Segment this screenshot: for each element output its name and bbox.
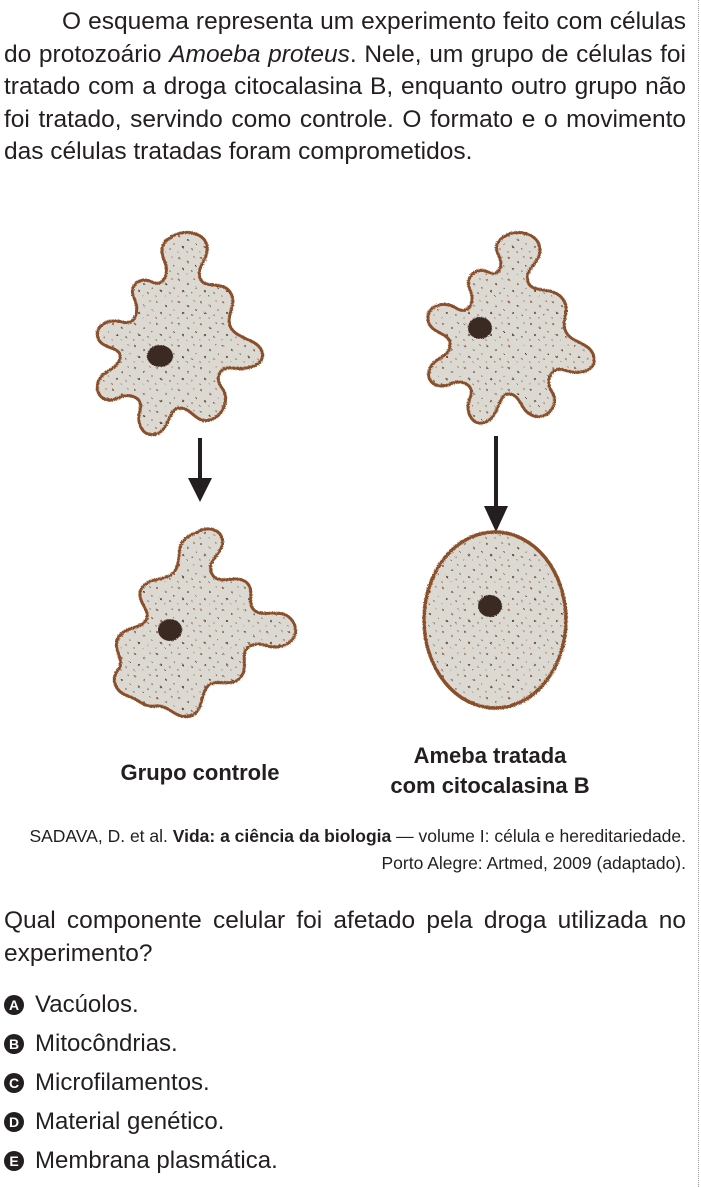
species-name: Amoeba proteus [169, 40, 350, 68]
column-divider [698, 0, 699, 1187]
caption-treated-group: Ameba tratada com citocalasina B [345, 741, 635, 801]
source-details: — volume I: célula e hereditariedade. Po… [381, 826, 687, 873]
source-authors: SADAVA, D. et al. [29, 826, 173, 846]
question-intro: O esquema representa um experimento feit… [4, 6, 686, 169]
option-a-letter: A [4, 994, 24, 1015]
source-title: Vida: a ciência da biologia [172, 826, 392, 846]
caption-treated-line1: Ameba tratada [413, 743, 567, 768]
option-c-letter: C [4, 1072, 24, 1093]
caption-control-group: Grupo controle [120, 760, 280, 785]
intro-text-part1: O esquema representa um experimento feit… [4, 8, 686, 68]
option-b-letter: B [4, 1033, 24, 1054]
option-b[interactable]: B Mitocôndrias. [4, 1024, 278, 1063]
arrow-treated [484, 436, 508, 532]
source-citation: SADAVA, D. et al. Vida: a ciência da bio… [14, 823, 686, 877]
question-text: Qual componente celular foi afetado pela… [4, 907, 686, 967]
amoeba-treated-before [426, 231, 596, 425]
option-d-text: Material genético. [35, 1107, 225, 1135]
option-e-letter: E [4, 1150, 24, 1171]
option-d[interactable]: D Material genético. [4, 1102, 278, 1141]
option-c-text: Microfilamentos. [35, 1068, 210, 1096]
option-c[interactable]: C Microfilamentos. [4, 1063, 278, 1102]
intro-text-part2: . Nele, um grupo de células foi tratado … [4, 40, 687, 166]
option-a-text: Vacúolos. [35, 990, 139, 1018]
experiment-figure [0, 210, 701, 810]
arrow-control [188, 438, 212, 502]
answer-options: A Vacúolos. B Mitocôndrias. C Microfilam… [4, 985, 278, 1180]
amoeba-control-after [112, 527, 298, 719]
caption-treated-line2: com citocalasina B [390, 773, 590, 798]
amoeba-treated-after [422, 530, 568, 710]
option-b-text: Mitocôndrias. [35, 1029, 178, 1057]
option-d-letter: D [4, 1111, 24, 1132]
amoeba-control-before [95, 230, 264, 437]
option-e[interactable]: E Membrana plasmática. [4, 1141, 278, 1180]
option-e-text: Membrana plasmática. [35, 1146, 278, 1174]
option-a[interactable]: A Vacúolos. [4, 985, 278, 1024]
amoeba-diagram [95, 230, 596, 719]
